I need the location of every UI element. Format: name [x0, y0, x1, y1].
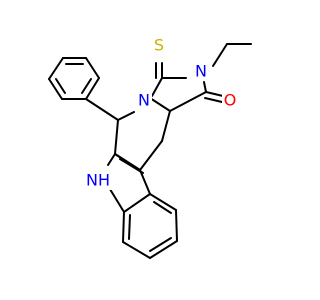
bond — [107, 153, 116, 166]
bond — [55, 78, 66, 94]
bond — [85, 98, 119, 121]
bond — [169, 91, 207, 112]
bond — [161, 110, 171, 142]
bond — [204, 97, 223, 103]
bond — [122, 211, 125, 243]
label-background — [193, 61, 209, 81]
bond — [139, 140, 163, 171]
label-background — [84, 170, 112, 190]
bond — [153, 201, 172, 214]
bond — [117, 111, 135, 121]
bond — [205, 91, 224, 97]
bond — [85, 57, 100, 79]
bond — [151, 77, 163, 97]
bond — [114, 153, 141, 171]
bond — [85, 77, 100, 100]
bond — [203, 81, 207, 93]
structure-diagram: S N N O NH — [48, 35, 252, 259]
bond — [212, 43, 228, 67]
indole-nitrogen-label: NH — [86, 171, 110, 190]
bond-lines — [48, 43, 252, 259]
bond — [139, 169, 151, 195]
imidazolidine-nitrogen-label: N — [195, 62, 207, 81]
bond — [123, 193, 151, 213]
bond — [149, 193, 177, 211]
bond — [81, 78, 92, 94]
bond — [48, 78, 63, 100]
bond — [128, 214, 131, 240]
bond — [48, 57, 64, 80]
label-background — [222, 90, 238, 110]
sulfur-atom-label: S — [154, 36, 164, 55]
bond — [119, 158, 144, 174]
ring-junction-nitrogen-label: N — [138, 91, 150, 110]
label-background — [152, 35, 166, 55]
bond — [122, 241, 151, 259]
bond — [149, 237, 172, 252]
bond — [149, 97, 171, 112]
atom-labels: S N N O NH — [84, 35, 238, 190]
bond — [149, 240, 178, 259]
bond — [114, 119, 119, 155]
label-background — [136, 90, 152, 110]
bond — [175, 209, 178, 242]
carbonyl-oxygen-label: O — [224, 91, 237, 110]
